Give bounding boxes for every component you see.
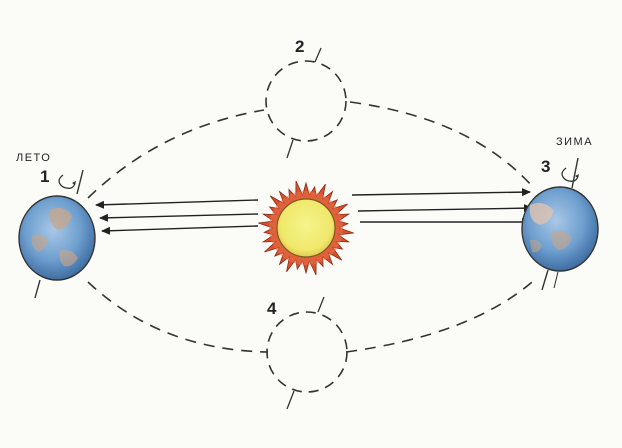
sun [258,181,353,275]
earth-position-2 [266,48,346,158]
position-label-2: 2 [295,37,304,57]
rotation-arrow-icon [59,175,75,188]
earth-position-1 [19,170,95,298]
earth-position-4 [267,297,347,409]
season-label-winter: ЗИМА [556,136,593,148]
earth-position-3 [522,158,598,290]
position-label-4: 4 [267,299,276,319]
sun-rays-to-left [96,200,258,231]
position-label-1: 1 [40,167,49,187]
position-label-3: 3 [541,157,550,177]
sun-rays-to-right [352,192,532,222]
season-label-summer: ЛЕТО [16,152,51,164]
